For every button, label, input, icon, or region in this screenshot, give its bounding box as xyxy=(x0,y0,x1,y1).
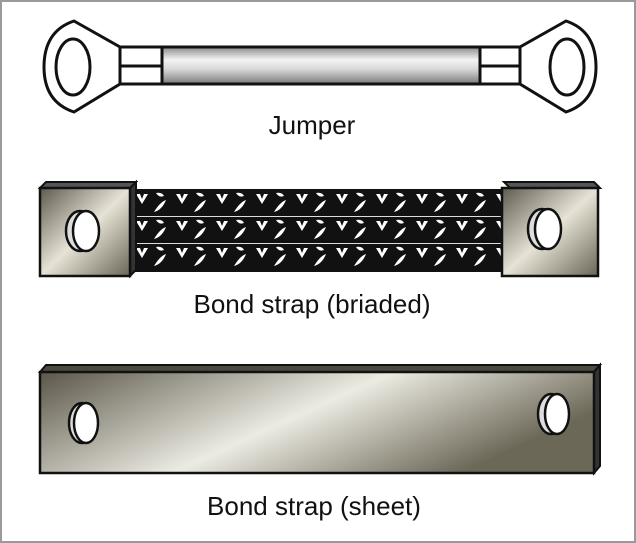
jumper-illustration xyxy=(42,19,598,114)
braided-left-terminal xyxy=(37,179,139,279)
braided-strap-illustration xyxy=(37,179,603,279)
jumper-cable xyxy=(160,45,484,86)
braid xyxy=(131,189,505,272)
sheet-body xyxy=(38,370,596,475)
jumper-label: Jumper xyxy=(269,110,356,140)
braided-right-terminal xyxy=(500,181,603,278)
jumper-right-lug xyxy=(478,19,598,114)
sheet-strap-illustration xyxy=(37,362,603,476)
sheet-label: Bond strap (sheet) xyxy=(207,491,421,521)
jumper-left-lug xyxy=(42,19,164,114)
braided-label: Bond strap (briaded) xyxy=(193,289,430,319)
